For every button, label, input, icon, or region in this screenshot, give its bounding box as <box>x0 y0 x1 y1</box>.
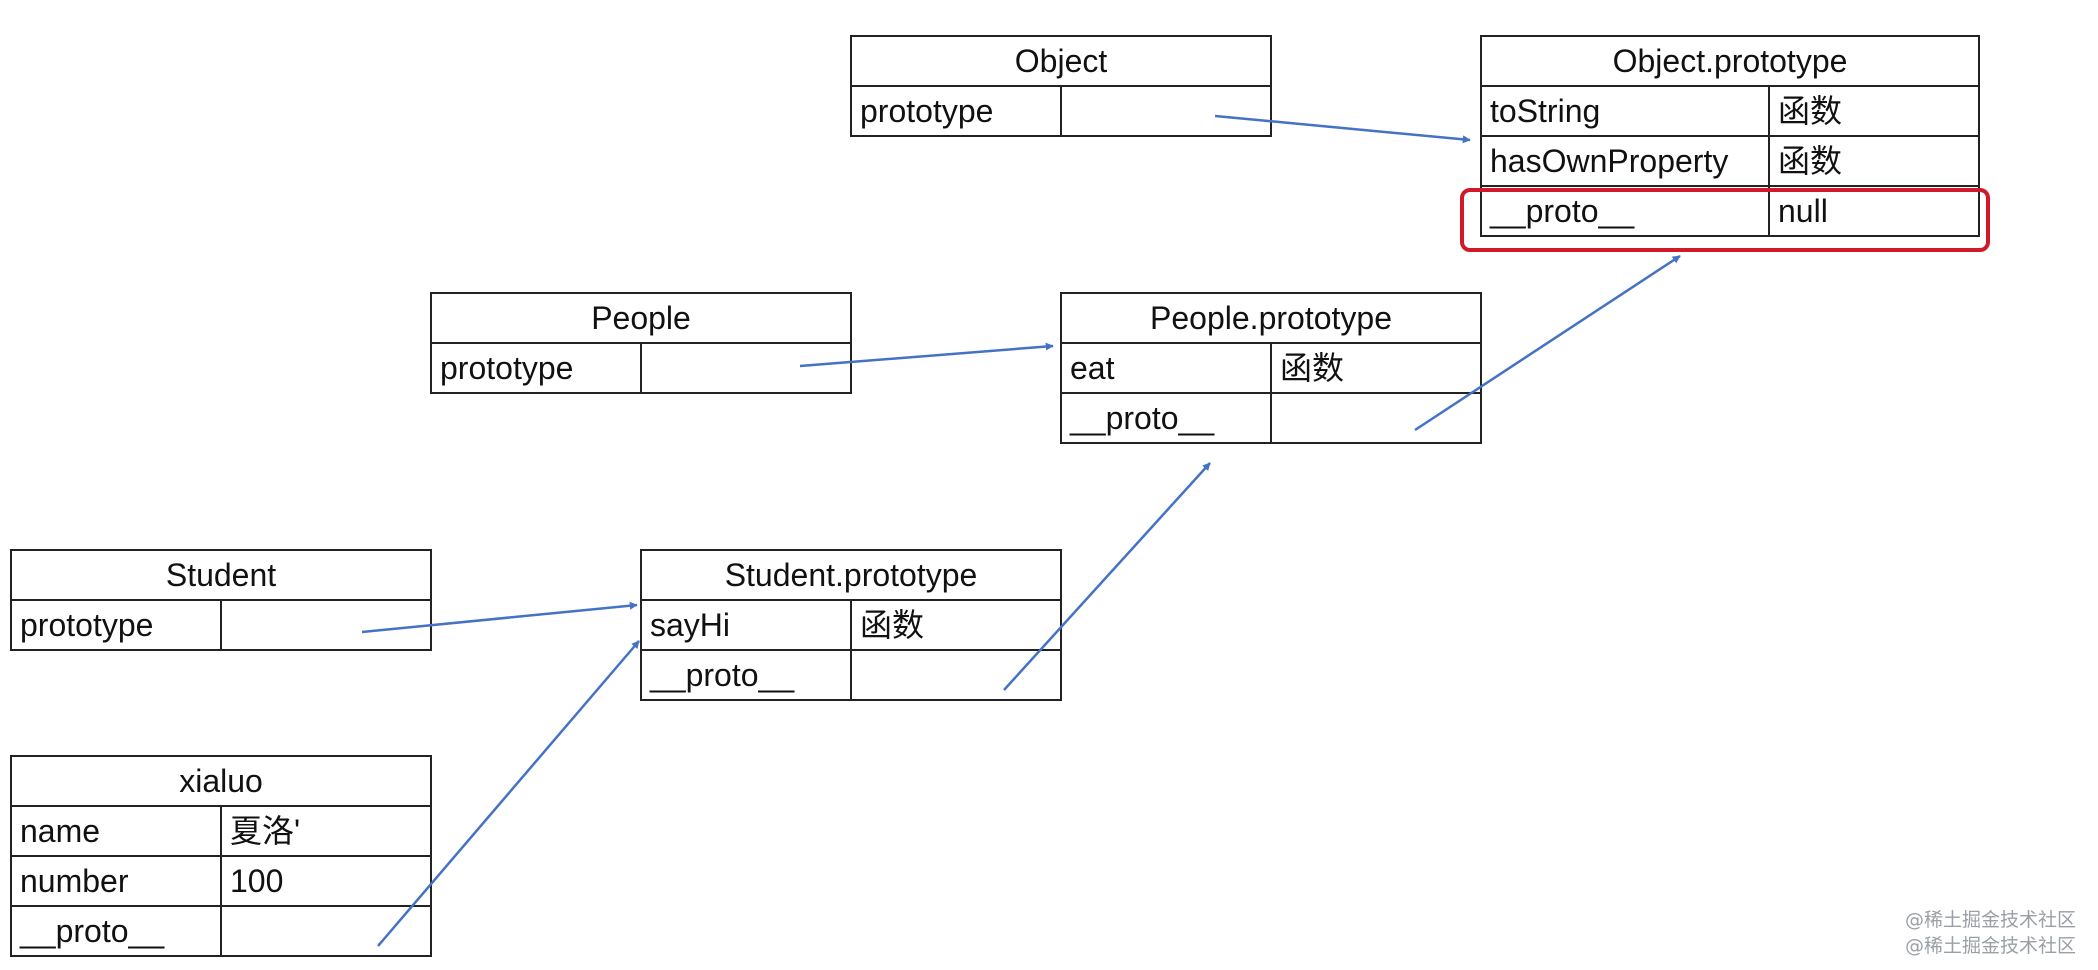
people-prototype-value <box>639 342 853 394</box>
watermark-top: @稀土掘金技术社区 <box>1904 909 2076 931</box>
xialuo-proto-value <box>219 905 433 957</box>
xialuo-box: xialuo name 夏洛' number 100 __proto__ <box>9 755 433 957</box>
student-prototype-sayhi-key: sayHi <box>640 599 852 651</box>
people-prototype-proto-value <box>1269 392 1483 444</box>
xialuo-title: xialuo <box>9 755 433 807</box>
null-proto-highlight <box>1460 188 1990 252</box>
object-box: Object prototype <box>849 35 1273 137</box>
object-prototype-proto-key: __proto__ <box>1480 185 1770 237</box>
arrow-student-to-student-prototype <box>361 601 638 634</box>
xialuo-proto-key: __proto__ <box>10 905 222 957</box>
xialuo-name-key: name <box>10 805 222 857</box>
arrow-people-prototype-to-object-prototype <box>1414 254 1681 432</box>
student-prototype-title: Student.prototype <box>640 549 1062 601</box>
watermark-bottom: @稀土掘金技术社区 <box>1904 935 2076 957</box>
arrow-xialuo-to-student-prototype <box>377 640 640 947</box>
student-box: Student prototype <box>10 549 432 651</box>
object-prototype-hasownproperty-key: hasOwnProperty <box>1480 135 1770 187</box>
people-title: People <box>429 292 853 344</box>
object-prototype-title: Object.prototype <box>1479 35 1981 87</box>
people-prototype-box: People.prototype eat 函数 __proto__ <box>1059 292 1483 444</box>
people-prototype-proto-key: __proto__ <box>1060 392 1272 444</box>
object-prototype-box: Object.prototype toString 函数 hasOwnPrope… <box>1479 35 1981 237</box>
student-prototype-box: Student.prototype sayHi 函数 __proto__ <box>640 549 1062 701</box>
people-prototype-title: People.prototype <box>1059 292 1483 344</box>
arrow-object-to-object-prototype <box>1214 114 1471 144</box>
object-title: Object <box>849 35 1273 87</box>
student-prototype-key: prototype <box>10 599 222 651</box>
people-prototype-eat-key: eat <box>1060 342 1272 394</box>
student-prototype-proto-value <box>850 649 1062 701</box>
student-title: Student <box>10 549 432 601</box>
object-prototype-value <box>1059 85 1273 137</box>
people-prototype-eat-value: 函数 <box>1269 342 1483 394</box>
people-box: People prototype <box>429 292 853 394</box>
xialuo-number-key: number <box>10 855 222 907</box>
object-prototype-key: prototype <box>850 85 1062 137</box>
arrow-student-prototype-to-people-prototype <box>1003 462 1211 691</box>
xialuo-name-value: 夏洛' <box>219 805 433 857</box>
arrow-people-to-people-prototype <box>799 342 1054 368</box>
object-prototype-hasownproperty-value: 函数 <box>1767 135 1981 187</box>
student-prototype-proto-key: __proto__ <box>640 649 852 701</box>
object-prototype-tostring-key: toString <box>1480 85 1770 137</box>
xialuo-number-value: 100 <box>219 855 433 907</box>
object-prototype-proto-value: null <box>1767 185 1981 237</box>
student-prototype-sayhi-value: 函数 <box>850 599 1062 651</box>
object-prototype-tostring-value: 函数 <box>1767 85 1981 137</box>
people-prototype-key: prototype <box>430 342 642 394</box>
